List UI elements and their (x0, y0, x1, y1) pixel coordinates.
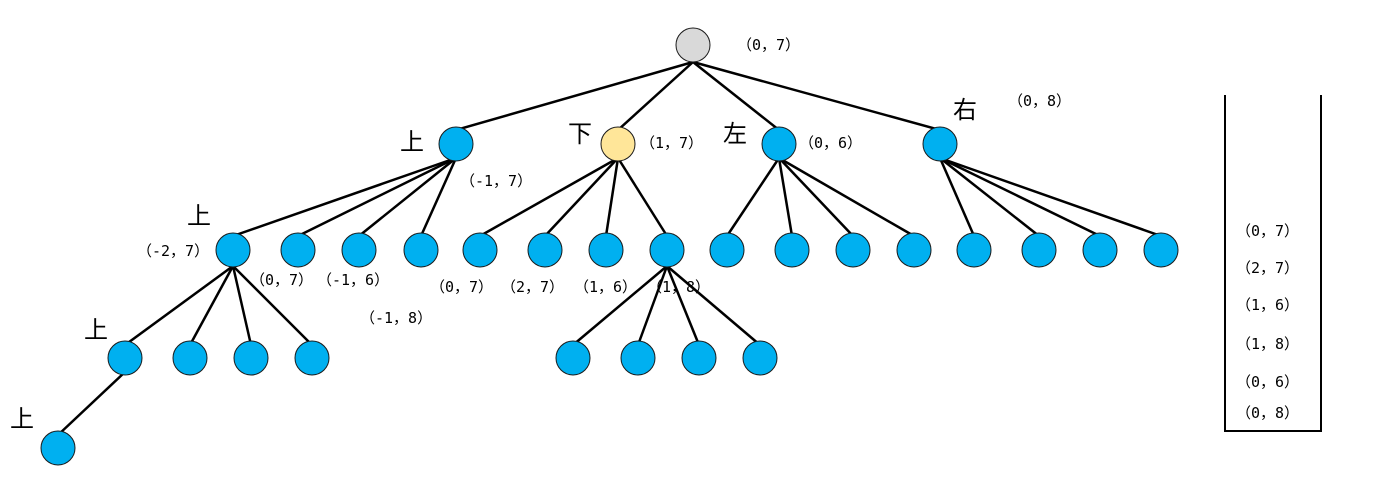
node-left (761, 126, 797, 162)
edge (692, 61, 780, 131)
branch-label-up-3: 上 (84, 316, 108, 344)
tree-node (527, 232, 563, 268)
tree-node (774, 232, 810, 268)
edge (778, 157, 854, 237)
tree-node (896, 232, 932, 268)
tree-node (681, 340, 717, 376)
coord-label: （1，6） (574, 278, 637, 296)
edge (479, 156, 619, 238)
tree-node (294, 340, 330, 376)
tree-node (280, 232, 316, 268)
coord-label: （-2，7） (137, 242, 209, 260)
coord-label-left: （0，6） (799, 134, 862, 152)
stack-outline (1224, 95, 1322, 432)
tree-node (742, 340, 778, 376)
edge (725, 157, 781, 237)
branch-label-left: 左 (723, 120, 747, 148)
edge (57, 371, 126, 436)
tree-node (835, 232, 871, 268)
coord-label: （0，7） (430, 278, 493, 296)
edge (572, 265, 668, 346)
edge (617, 61, 694, 131)
coord-label-up: （-1，7） (460, 172, 532, 190)
edge (232, 156, 457, 238)
tree-node (620, 340, 656, 376)
tree-node (649, 232, 685, 268)
edge (616, 157, 669, 237)
tree-node (1143, 232, 1179, 268)
branch-label-up-2: 上 (187, 202, 211, 230)
tree-node (462, 232, 498, 268)
tree-node (555, 340, 591, 376)
edge (231, 265, 253, 346)
edge (666, 265, 761, 346)
edge (455, 60, 694, 132)
stack-item: （1，8） (1236, 335, 1299, 353)
edge (939, 156, 1162, 238)
tree-node (172, 340, 208, 376)
edge (665, 265, 701, 346)
edge (188, 265, 235, 346)
coord-label: （-1，8） (360, 309, 432, 327)
edge (419, 157, 458, 237)
stack-item: （0，7） (1236, 222, 1299, 240)
branch-label-right: 右 (953, 96, 977, 124)
branch-label-down: 下 (568, 120, 592, 148)
stack-item: （0，8） (1236, 404, 1299, 422)
coord-label: （0，7） (250, 271, 313, 289)
coord-label: （2，7） (501, 278, 564, 296)
root-node (675, 27, 711, 63)
edge (939, 156, 1101, 238)
edge (604, 157, 620, 237)
coord-label: （1，8） (647, 278, 710, 296)
node-up (438, 126, 474, 162)
stack-container: （0，7） （2，7） （1，6） （1，8） （0，6） （0，8） (1224, 95, 1322, 432)
coord-label: （-1，6） (317, 271, 389, 289)
tree-labels: （0，7） 上 （-1，7） 下 （1，7） 左 （0，6） 右 （0，8） 上… (10, 36, 1071, 433)
tree-node (215, 232, 251, 268)
root-coord-label: （0，7） (737, 36, 800, 54)
edge (297, 156, 457, 238)
edge (692, 60, 941, 132)
coord-label-down: （1，7） (640, 134, 703, 152)
edge (938, 157, 976, 237)
node-down-current (600, 126, 636, 162)
coord-label-right: （0，8） (1008, 92, 1071, 110)
tree-node (40, 430, 76, 466)
edge (636, 265, 669, 346)
tree-node (1021, 232, 1057, 268)
tree-node (588, 232, 624, 268)
tree-edges (57, 60, 1162, 436)
tree-node (956, 232, 992, 268)
edge (544, 157, 619, 237)
tree-node (341, 232, 377, 268)
tree-node (107, 340, 143, 376)
edge (124, 264, 234, 347)
tree-node (709, 232, 745, 268)
stack-item: （2，7） (1236, 259, 1299, 277)
edge (232, 265, 313, 346)
edge (777, 157, 794, 237)
tree-node (233, 340, 269, 376)
edge (939, 157, 1040, 237)
branch-label-up: 上 (400, 128, 424, 156)
branch-label-up-4: 上 (10, 405, 34, 433)
node-right (922, 126, 958, 162)
tree-node (1082, 232, 1118, 268)
edge (358, 157, 457, 237)
stack-item: （0，6） (1236, 373, 1299, 391)
tree-nodes (40, 27, 1179, 466)
edge (778, 156, 915, 238)
tree-node (403, 232, 439, 268)
stack-item: （1，6） (1236, 296, 1299, 314)
